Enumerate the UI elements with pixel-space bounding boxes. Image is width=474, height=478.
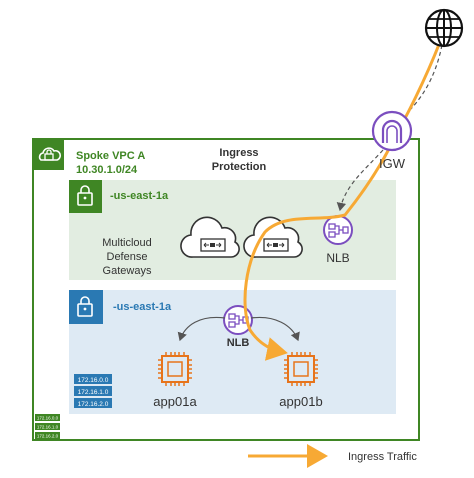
legend: Ingress Traffic: [248, 444, 417, 468]
nlb-private-icon: [223, 305, 253, 335]
private-route-1: 172.16.1.0: [78, 389, 109, 396]
vpc-route-table: 172.16.0.0 172.16.1.0 172.16.2.0: [35, 414, 60, 439]
igw-icon: [371, 110, 413, 152]
private-subnet-az: -us-east-1a: [113, 301, 172, 313]
nlb-public-label: NLB: [326, 251, 349, 265]
public-subnet-lock-icon: [69, 180, 102, 213]
legend-ingress-label: Ingress Traffic: [348, 451, 417, 463]
vpc-name: Spoke VPC A: [76, 150, 145, 162]
public-subnet-az: -us-east-1a: [110, 190, 169, 202]
vpc-route-2: 172.16.2.0: [37, 434, 59, 439]
gateways-label-line3: Gateways: [103, 265, 152, 277]
internet-globe-icon: [424, 8, 464, 48]
section-title-line1: Ingress: [219, 147, 258, 159]
app01a-label: app01a: [153, 394, 197, 409]
igw-label: IGW: [379, 156, 406, 171]
gateways-label-line2: Defense: [107, 251, 148, 263]
nlb-to-app01b-connector: [250, 316, 300, 342]
vpc-cidr: 10.30.1.0/24: [76, 164, 138, 176]
private-route-table: 172.16.0.0 172.16.1.0 172.16.2.0: [74, 374, 112, 408]
app01a-ec2-icon: [158, 352, 192, 386]
private-subnet: -us-east-1a: [69, 290, 396, 414]
nlb-to-app01a-connector: [177, 316, 226, 342]
section-title-line2: Protection: [212, 161, 267, 173]
private-route-2: 172.16.2.0: [78, 401, 109, 408]
app01b-ec2-icon: [284, 352, 318, 386]
vpc-route-0: 172.16.0.0: [37, 416, 59, 421]
public-subnet: -us-east-1a Multicloud Defense Gateways: [69, 180, 396, 280]
gateways-label-line1: Multicloud: [102, 237, 152, 249]
private-route-0: 172.16.0.0: [78, 377, 109, 384]
nlb-public-icon: [323, 215, 353, 245]
gateway-cloud-icon-1: [180, 216, 240, 258]
nlb-private-label: NLB: [227, 337, 250, 349]
app01b-label: app01b: [279, 394, 322, 409]
igw-to-nlb-connector: [336, 149, 384, 212]
vpc-route-1: 172.16.1.0: [37, 425, 59, 430]
private-subnet-lock-icon: [69, 290, 103, 324]
